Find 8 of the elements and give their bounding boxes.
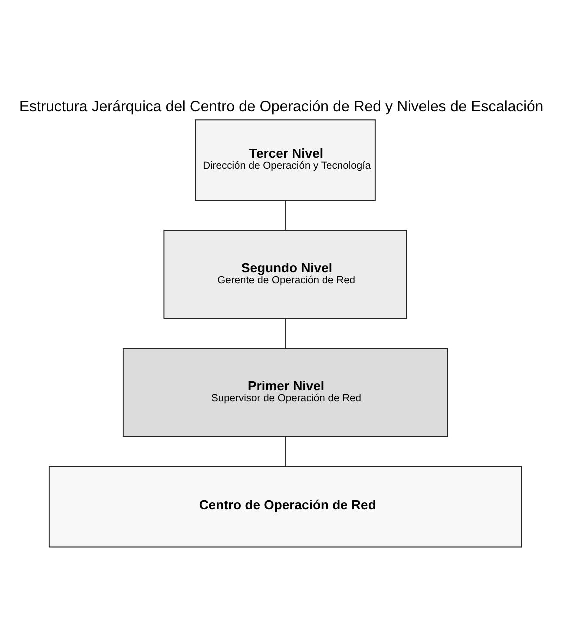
diagram-title: Estructura Jerárquica del Centro de Operación de Red y Niveles de Escalación [19, 98, 544, 116]
connector [285, 318, 286, 349]
connector [285, 200, 286, 232]
node-box: Segundo Nivel Gerente de Operación de Red [164, 230, 408, 320]
node-box: Centro de Operación de Red [48, 466, 522, 548]
connector [285, 436, 286, 467]
node-box: Primer Nivel Supervisor de Operación de Red [122, 348, 448, 438]
node-box: Tercer Nivel Dirección de Operación y Tecnología [195, 120, 376, 202]
